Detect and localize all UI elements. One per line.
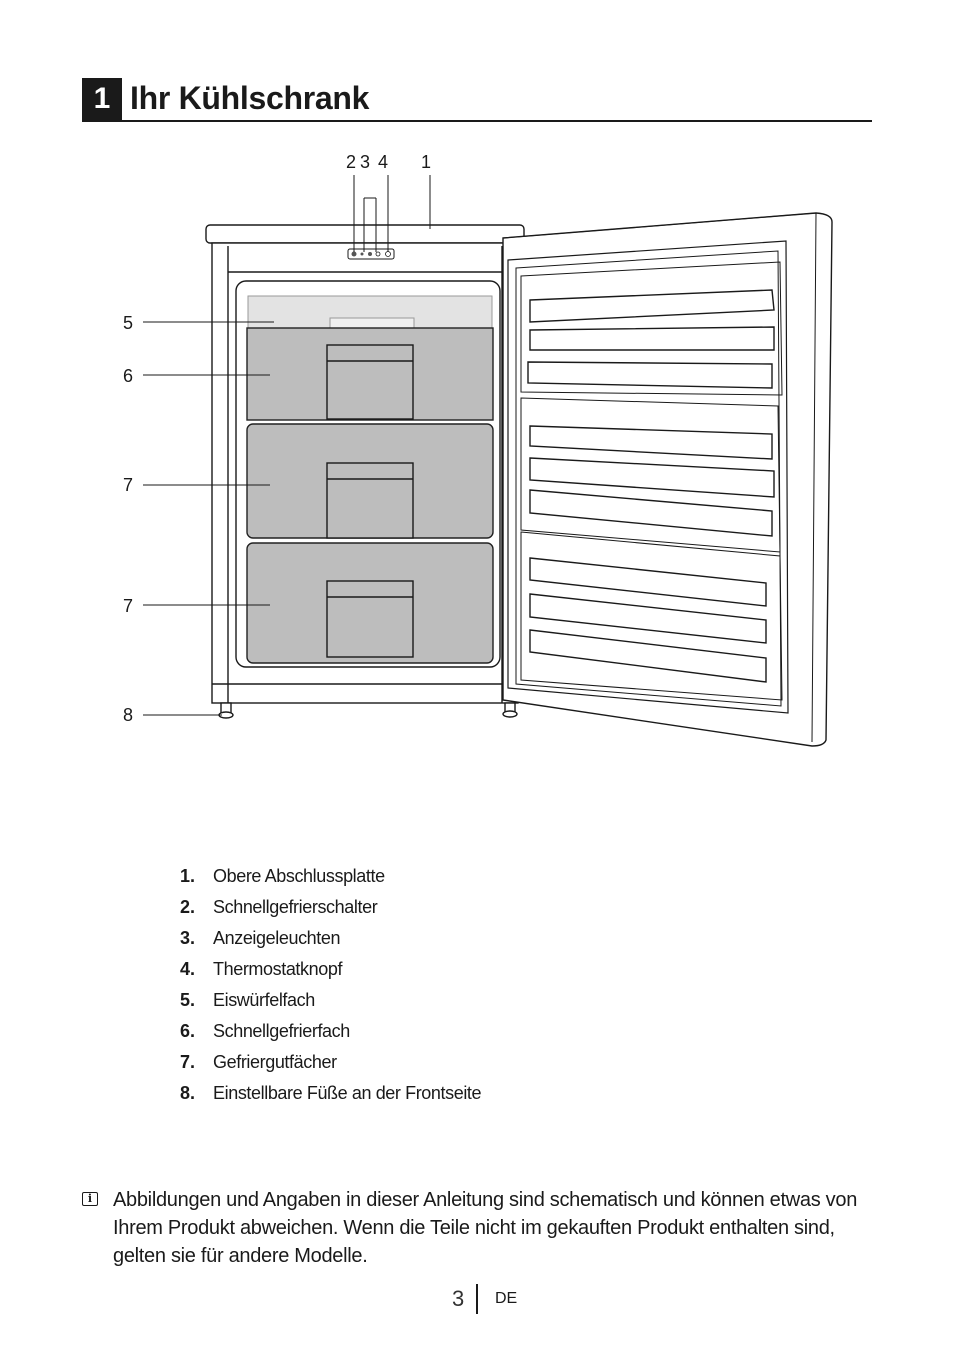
section-heading: 1 Ihr Kühlschrank <box>82 78 872 122</box>
callout-4: 4 <box>378 152 388 172</box>
callout-1: 1 <box>421 152 431 172</box>
list-item: 3.Anzeigeleuchten <box>180 928 341 948</box>
page-number: 3 <box>452 1286 465 1311</box>
callout-6: 6 <box>123 366 133 386</box>
open-door <box>502 212 833 747</box>
callout-2: 2 <box>346 152 356 172</box>
callout-7a: 7 <box>123 475 133 495</box>
top-plate <box>205 224 525 244</box>
info-icon: i <box>82 1192 98 1206</box>
callout-5: 5 <box>123 313 133 333</box>
list-item: 6.Schnellgefrierfach <box>180 1021 350 1041</box>
list-item: 1.Obere Abschlussplatte <box>180 866 385 886</box>
section-title: Ihr Kühlschrank <box>130 80 370 116</box>
language-code: DE <box>495 1290 518 1307</box>
list-item: 7.Gefriergutfächer <box>180 1052 337 1072</box>
callout-7b: 7 <box>123 596 133 616</box>
list-item: 5.Eiswürfelfach <box>180 990 315 1010</box>
note-text: Abbildungen und Angaben in dieser Anleit… <box>113 1189 858 1267</box>
footer-divider <box>476 1284 478 1314</box>
fridge-diagram: 2 3 4 1 5 6 7 7 8 <box>123 152 833 747</box>
callout-3: 3 <box>360 152 370 172</box>
list-item: 4.Thermostatknopf <box>180 959 343 979</box>
parts-legend: 1.Obere Abschlussplatte 2.Schnellgefrier… <box>180 866 482 1114</box>
section-number: 1 <box>82 78 122 122</box>
list-item: 2.Schnellgefrierschalter <box>180 897 378 917</box>
callout-8: 8 <box>123 705 133 725</box>
list-item: 8.Einstellbare Füße an der Frontseite <box>180 1083 482 1103</box>
